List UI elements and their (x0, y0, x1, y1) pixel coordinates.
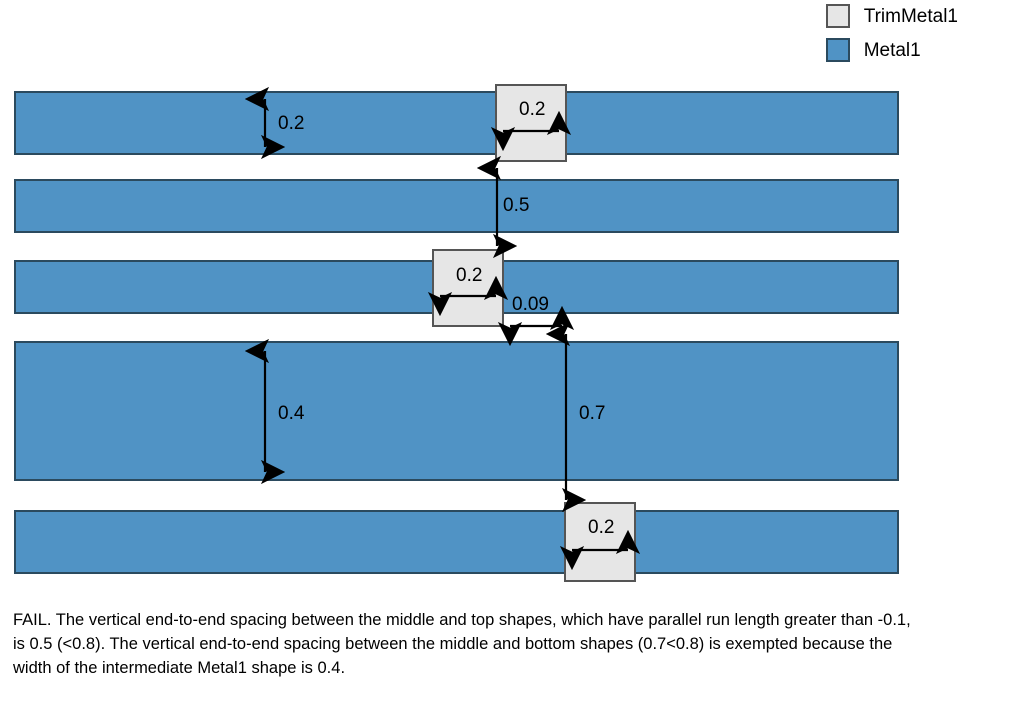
dim-label-bottom-trim-width: 0.2 (588, 517, 614, 538)
dim-label-horizontal-offset: 0.09 (512, 294, 549, 315)
legend-label-metal1: Metal1 (863, 39, 921, 61)
trimmetal1-box-middle (432, 249, 504, 327)
dimension-annotation-group (244, 86, 641, 571)
metal1-bar-bottom (14, 510, 899, 574)
legend-item-trimmetal1: TrimMetal1 (825, 4, 958, 28)
metal1-bar-second (14, 179, 899, 233)
legend-item-metal1: Metal1 (825, 38, 958, 62)
dim-label-top-spacing: 0.5 (503, 195, 529, 216)
dim-label-top-bar-width: 0.2 (278, 113, 304, 134)
trimmetal1-box-bottom (564, 502, 636, 582)
legend-swatch-trimmetal1-icon (825, 4, 850, 28)
legend-label-trimmetal1: TrimMetal1 (863, 5, 958, 27)
metal1-shape-group (14, 91, 899, 574)
trimmetal1-box-top (495, 84, 567, 162)
metal1-bar-large (14, 341, 899, 481)
dim-label-large-bar-width: 0.4 (278, 403, 305, 424)
dim-label-middle-trim-width: 0.2 (456, 265, 482, 286)
metal1-bar-top (14, 91, 899, 155)
legend-swatch-metal1-icon (825, 38, 850, 62)
dim-label-bottom-spacing: 0.7 (579, 403, 605, 424)
trimmetal1-shape-group (432, 84, 636, 582)
dimension-label-group: 0.2 0.2 0.5 0.2 0.09 0.4 0.7 0.2 (278, 99, 614, 538)
rule-description-caption: FAIL. The vertical end-to-end spacing be… (13, 611, 911, 677)
dim-label-top-trim-width: 0.2 (519, 99, 545, 120)
legend: TrimMetal1 Metal1 (825, 4, 958, 62)
